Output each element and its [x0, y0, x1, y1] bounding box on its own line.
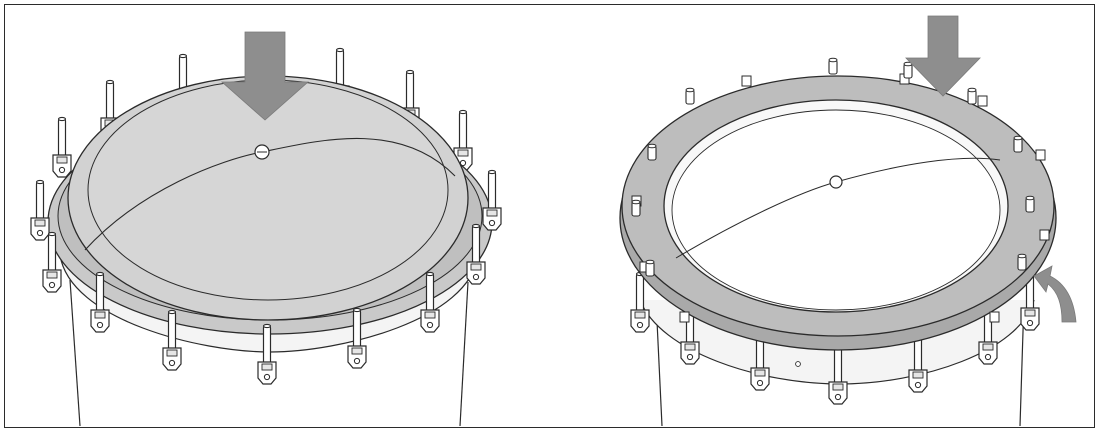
domed-lid [67, 75, 469, 321]
left-panel-lid-assembly [30, 31, 502, 426]
rotate-arrow-icon [1033, 265, 1077, 323]
right-panel-ring-assembly [619, 15, 1077, 426]
figure-frame [4, 4, 1095, 428]
ring-center-bolt [829, 175, 843, 189]
down-arrow-icon [220, 31, 310, 121]
down-arrow-icon [905, 15, 981, 97]
slotted-flange-ring [619, 73, 1057, 367]
